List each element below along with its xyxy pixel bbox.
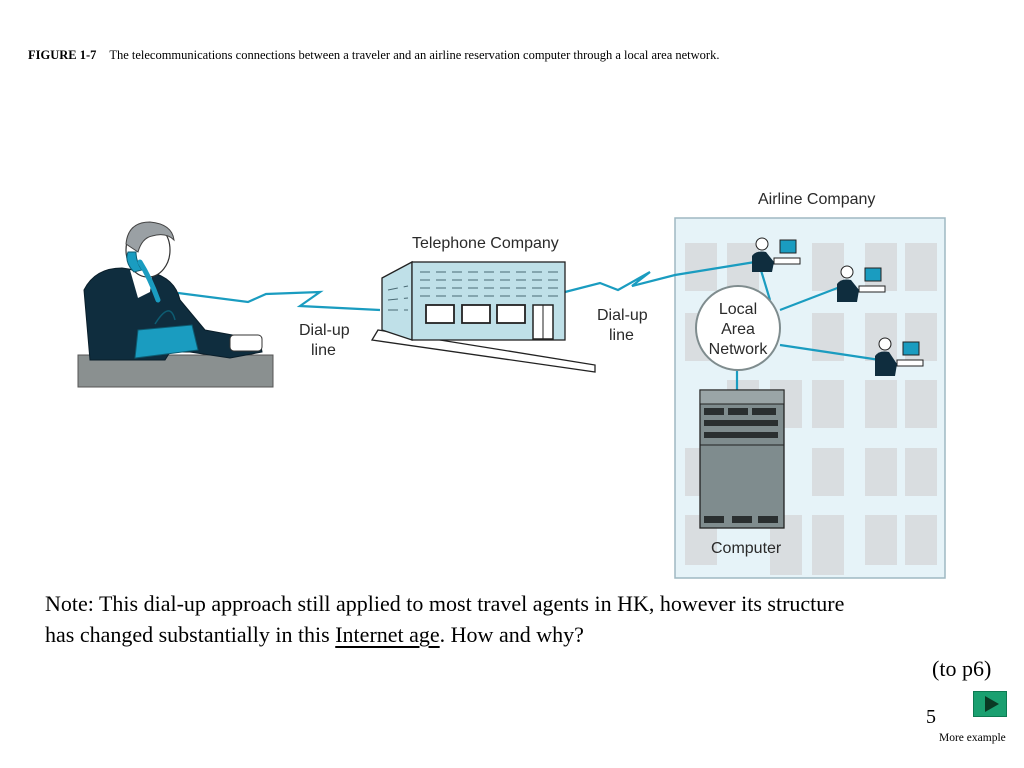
dialup-line-left	[177, 290, 381, 312]
dialup-left-label-1: Dial-up	[299, 322, 350, 339]
note-text: Note: This dial-up approach still applie…	[45, 588, 875, 650]
lan-link-3	[779, 343, 881, 362]
lan-label-3: Network	[709, 341, 769, 358]
traveler-illustration	[77, 221, 274, 388]
more-example-link[interactable]: More example	[939, 732, 1006, 744]
workstation-1	[752, 237, 801, 272]
lan-link-2	[779, 285, 841, 312]
workstation-3	[875, 337, 924, 376]
airline-company-label: Airline Company	[758, 191, 875, 208]
workstation-2	[837, 265, 886, 302]
computer-server	[699, 389, 785, 529]
lan-label-2: Area	[721, 321, 755, 338]
to-page-link[interactable]: (to p6)	[932, 656, 992, 681]
telephone-company-label: Telephone Company	[412, 235, 559, 252]
lan-node	[695, 285, 781, 371]
connection-lines	[177, 260, 881, 390]
note-underlined: Internet age	[335, 622, 440, 647]
note-tail: . How and why?	[439, 622, 584, 647]
dialup-line-right	[564, 260, 756, 294]
network-diagram: Telephone Company Airline Company Dial-u…	[77, 191, 946, 579]
note-body: Note: This dial-up approach still applie…	[45, 591, 845, 647]
page-number: 5	[926, 706, 936, 728]
dialup-right-label-2: line	[609, 327, 634, 344]
computer-label: Computer	[711, 540, 782, 557]
dialup-right-label-1: Dial-up	[597, 307, 648, 324]
lan-label-1: Local	[719, 301, 757, 318]
dialup-left-label-2: line	[311, 342, 336, 359]
figure-number: FIGURE 1-7	[28, 48, 97, 62]
play-triangle-icon	[984, 696, 999, 712]
telephone-company-building	[370, 260, 596, 373]
figure-caption: FIGURE 1-7 The telecommunications connec…	[28, 48, 719, 63]
figure-caption-text: The telecommunications connections betwe…	[109, 48, 720, 62]
lan-link-1	[758, 266, 772, 301]
next-slide-button[interactable]	[973, 691, 1007, 717]
